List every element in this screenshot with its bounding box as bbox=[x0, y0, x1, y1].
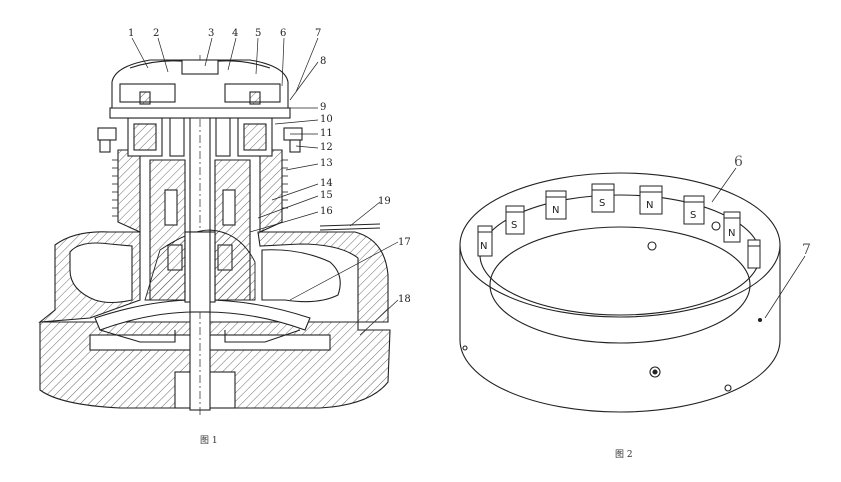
magnet: S bbox=[505, 205, 525, 235]
svg-text:N: N bbox=[728, 228, 735, 239]
magnet: N bbox=[639, 185, 663, 215]
callout-16: 16 bbox=[320, 206, 333, 217]
callout-3: 3 bbox=[208, 28, 214, 39]
magnet: N bbox=[723, 211, 741, 243]
figure-1-motor-section bbox=[38, 37, 399, 415]
callout-5: 5 bbox=[255, 28, 261, 39]
magnet: S bbox=[591, 183, 615, 213]
figure-2-caption: 图 2 bbox=[615, 450, 633, 460]
figure-1-caption: 图 1 bbox=[200, 436, 218, 446]
callout-15: 15 bbox=[320, 190, 333, 201]
svg-text:S: S bbox=[511, 220, 517, 231]
callout-2: 2 bbox=[153, 28, 159, 39]
magnet bbox=[747, 239, 761, 269]
magnet-set: S N S N S N N bbox=[477, 183, 761, 269]
figure-2-magnet-ring bbox=[459, 167, 806, 413]
callout-1: 1 bbox=[128, 28, 134, 39]
svg-text:N: N bbox=[480, 241, 487, 252]
callout-7-fig2: 7 bbox=[802, 242, 811, 258]
callout-19: 19 bbox=[378, 196, 391, 207]
callout-6-fig2: 6 bbox=[734, 154, 743, 170]
callout-4: 4 bbox=[232, 28, 238, 39]
svg-text:S: S bbox=[599, 198, 605, 209]
magnet: N bbox=[545, 190, 567, 220]
callout-10: 10 bbox=[320, 114, 333, 125]
callout-9: 9 bbox=[320, 102, 326, 113]
svg-text:N: N bbox=[646, 200, 653, 211]
svg-text:N: N bbox=[552, 205, 559, 216]
callout-12: 12 bbox=[320, 142, 333, 153]
callout-6: 6 bbox=[280, 28, 286, 39]
callout-18: 18 bbox=[398, 294, 411, 305]
magnet: N bbox=[477, 225, 493, 257]
callout-8: 8 bbox=[320, 56, 326, 67]
magnet: S bbox=[683, 195, 705, 225]
figure-1-callouts: 1 2 3 4 5 6 7 8 9 10 11 12 13 14 15 16 1… bbox=[128, 28, 411, 305]
callout-17: 17 bbox=[398, 237, 411, 248]
callout-7: 7 bbox=[315, 28, 321, 39]
svg-text:S: S bbox=[690, 210, 696, 221]
callout-13: 13 bbox=[320, 158, 333, 169]
callout-11: 11 bbox=[320, 128, 333, 139]
callout-14: 14 bbox=[320, 178, 333, 189]
